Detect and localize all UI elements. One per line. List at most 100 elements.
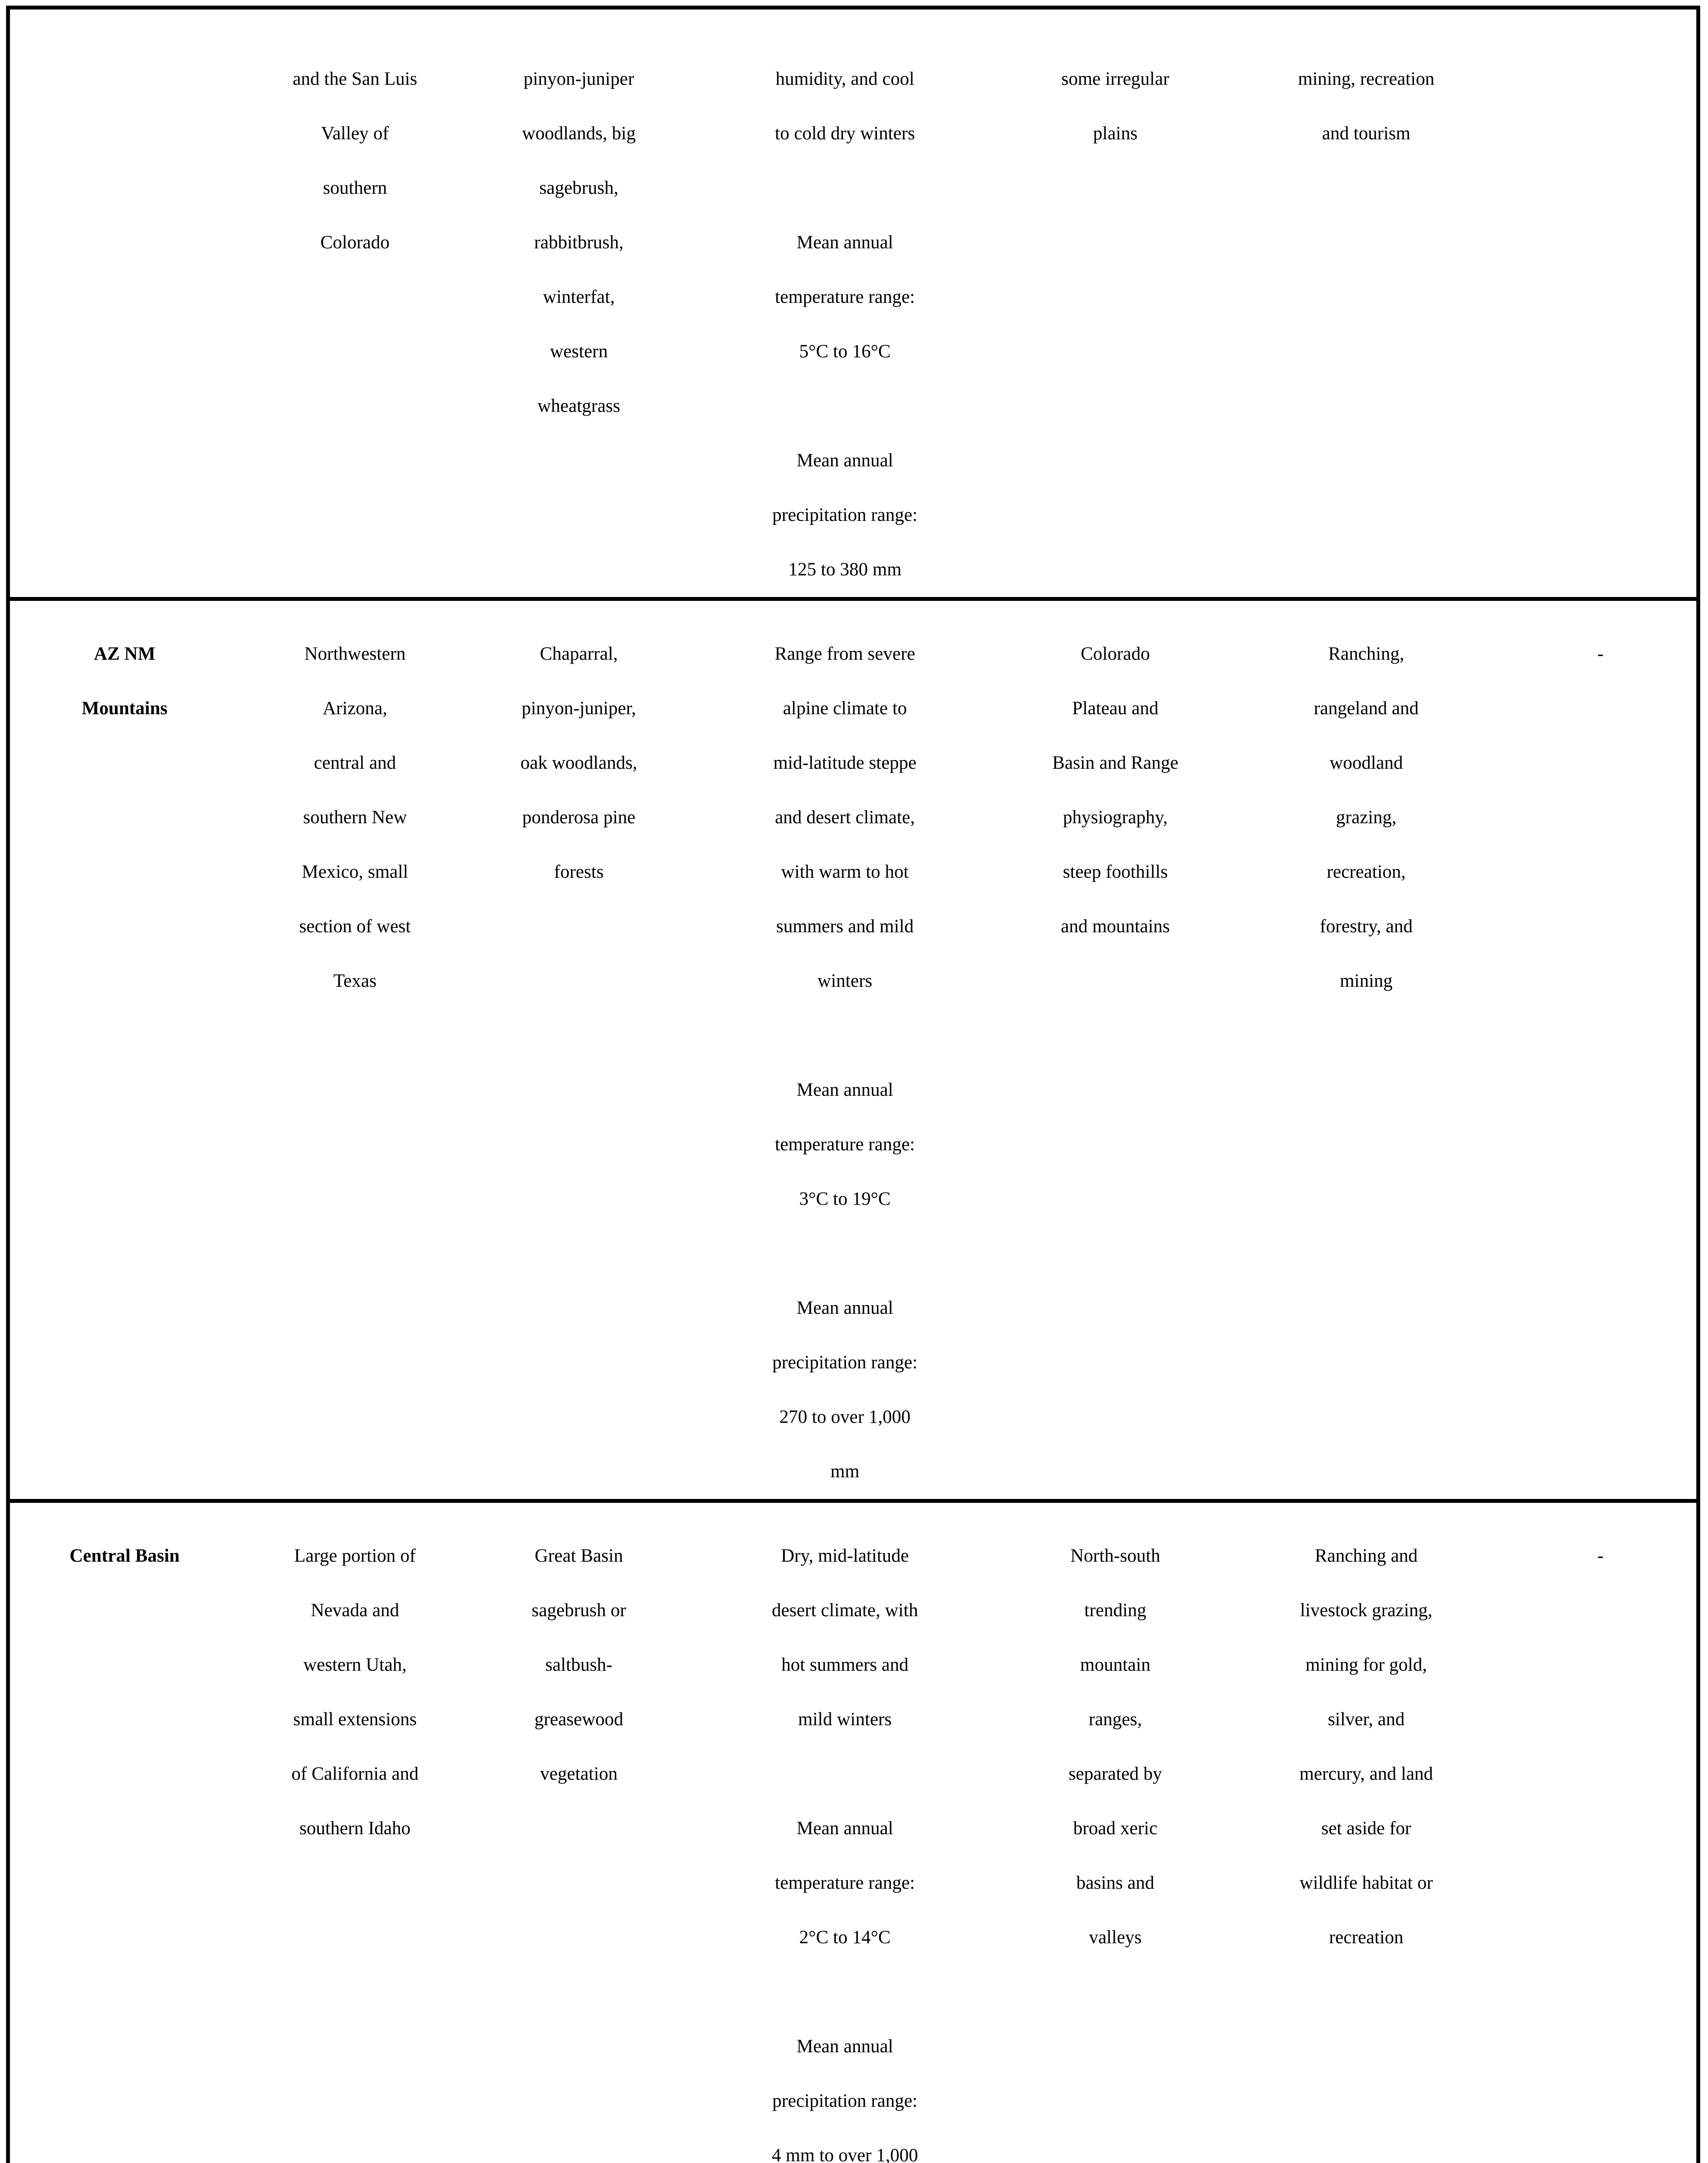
cell-extra: - [1505,1499,1696,2163]
cell-text-line: Colorado [320,232,390,253]
cell-lines [10,10,239,52]
cell-text-line: forests [554,862,604,882]
cell-text-line: - [1597,644,1604,664]
cell-text-line: southern New [303,807,407,828]
cell-text-line: oak woodlands, [520,753,637,773]
cell-text-line: 125 to 380 mm [788,559,902,580]
cell-text-line: Range from severe [774,644,915,664]
cell-text-line: trending [1084,1600,1146,1621]
cell-text-line: temperature range: [775,1873,915,1893]
cell-vegetation: Chaparral,pinyon-juniper,oak woodlands,p… [471,597,687,1501]
cell-lines: - [1505,1503,1696,1583]
cell-text-line: 4 mm to over 1,000 [772,2145,918,2163]
cell-climate: humidity, and cool to cold dry winters Me… [687,10,1003,599]
cell-text-line: mountain [1080,1655,1151,1675]
cell-text-line: rabbitbrush, [534,232,624,253]
cell-lines: Central Basin [10,1503,239,1583]
cell-text-line: grazing, [1336,807,1397,828]
cell-text-line: silver, and [1328,1709,1405,1730]
cell-text-line: central and [314,753,396,773]
cell-text-line: ranges, [1088,1709,1142,1730]
cell-text-line: Texas [333,971,377,991]
cell-blank-line [690,1747,999,1801]
cell-text-line: humidity, and cool [775,69,915,89]
cell-text-line: temperature range: [775,1134,915,1155]
cell-ecoregion-name [10,10,239,599]
cell-blank-line [690,161,999,215]
cell-text-line: Nevada and [311,1600,399,1621]
cell-text-line: separated by [1068,1764,1162,1784]
cell-text-line: southern [323,178,387,198]
cell-text-line: ponderosa pine [522,807,636,828]
cell-text-line: rangeland and [1313,698,1419,719]
cell-text-line: Arizona, [322,698,388,719]
cell-text-line: Chaparral, [539,644,618,664]
cell-lines: humidity, and cool to cold dry winters Me… [687,10,1003,597]
cell-text-line: 2°C to 14°C [799,1927,891,1948]
cell-lines: Chaparral,pinyon-juniper,oak woodlands,p… [471,601,687,899]
cell-blank-line [690,1008,999,1063]
cell-text-line: mm [830,1461,860,1482]
cell-text-line: sagebrush or [531,1600,626,1621]
cell-text-line: Ranching and [1315,1546,1418,1566]
cell-text-line: to cold dry winters [775,123,915,144]
cell-extra: - [1505,597,1696,1501]
cell-text-line: Mountains [81,698,168,719]
cell-text-line: and mountains [1061,916,1170,937]
cell-text-line: basins and [1076,1873,1155,1893]
cell-blank-line [690,379,999,433]
cell-text-line: Plateau and [1072,698,1159,719]
cell-text-line: 270 to over 1,000 [779,1407,911,1427]
cell-text-line: valleys [1089,1927,1142,1948]
cell-text-line: - [1597,1546,1604,1566]
cell-lines [1505,10,1696,52]
cell-text-line: sagebrush, [539,178,619,198]
cell-text-line: Mean annual [796,232,893,253]
cell-text-line: and desert climate, [775,807,915,828]
cell-text-line: wheatgrass [537,396,620,416]
cell-text-line: woodland [1329,753,1403,773]
cell-text-line: broad xeric [1073,1818,1158,1839]
cell-text-line: woodlands, big [522,123,636,144]
cell-text-line: vegetation [540,1764,618,1784]
cell-text-line: small extensions [293,1709,417,1730]
cell-text-line: Mean annual [796,1298,893,1318]
cell-text-line: saltbush- [545,1655,613,1675]
cell-climate: Range from severe alpine climate to mid-la… [687,597,1003,1501]
cell-text-line: physiography, [1063,807,1168,828]
cell-text-line: AZ NM [93,644,156,664]
cell-text-line: mid-latitude steppe [773,753,917,773]
cell-text-line: alpine climate to [783,698,907,719]
cell-lines: AZ NM Mountains [10,601,239,736]
cell-text-line: precipitation range: [772,2091,918,2111]
cell-lines: Range from severe alpine climate to mid-la… [687,601,1003,1499]
cell-text-line: forestry, and [1320,916,1413,937]
cell-blank-line [690,1226,999,1281]
cell-text-line: western [550,341,608,362]
cell-text-line: Mean annual [796,2036,893,2057]
cell-text-line: set aside for [1321,1818,1411,1839]
cell-text-line: mining [1340,971,1393,991]
